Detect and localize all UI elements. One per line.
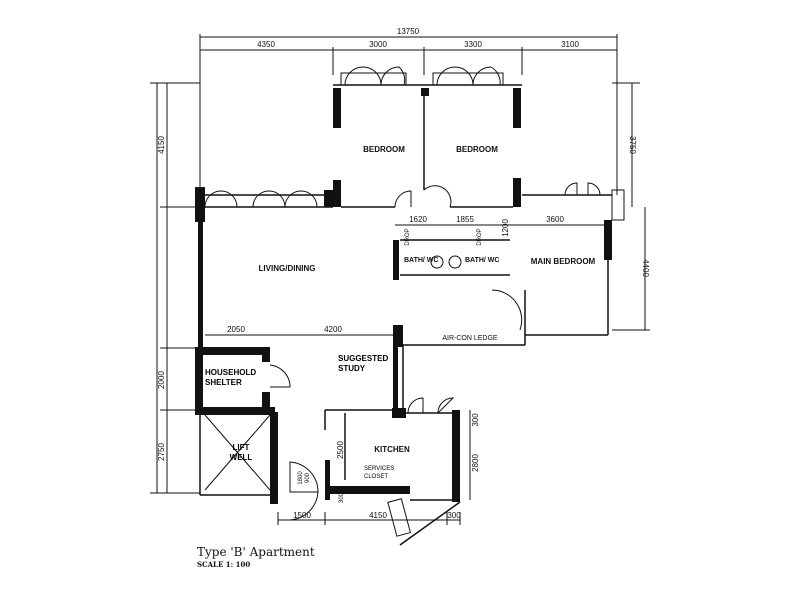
label-services-closet: SERVICES CLOSET — [364, 466, 395, 480]
dim-door-2: 900 — [305, 472, 311, 483]
label-suggested-study: SUGGESTED STUDY — [338, 354, 389, 373]
dim-main-bedroom: 3600 — [546, 215, 564, 224]
label-lift-well: LIFT WELL — [229, 443, 253, 462]
dim-door-1: 1800 — [298, 471, 304, 485]
label-bath-1: BATH/ WC — [404, 257, 438, 264]
walls — [195, 84, 612, 546]
label-household-shelter: HOUSEHOLD SHELTER — [205, 368, 257, 387]
dim-bottom-3: 300 — [447, 511, 461, 520]
dim-top-2: 3000 — [369, 40, 387, 49]
label-aircon-ledge: AIR-CON LEDGE — [442, 335, 498, 342]
dim-left-1: 4150 — [157, 136, 166, 154]
dim-kitchen-right: 2800 — [471, 454, 480, 472]
label-main-bedroom: MAIN BEDROOM — [531, 257, 596, 266]
dimension-lines — [150, 34, 650, 525]
dim-bottom-1: 1500 — [293, 511, 311, 520]
dim-closet: 300 — [339, 492, 345, 503]
dim-top-4: 3100 — [561, 40, 579, 49]
dimension-labels: 13750 4350 3000 3300 3100 4150 2000 2750… — [157, 27, 650, 520]
doors-windows — [204, 66, 625, 521]
label-bedroom-2: BEDROOM — [456, 145, 498, 154]
dim-living-2: 4200 — [324, 325, 342, 334]
label-db-2: DROP — [477, 228, 483, 245]
dim-living-1: 2050 — [227, 325, 245, 334]
label-kitchen: KITCHEN — [374, 445, 410, 454]
dim-overall: 13750 — [397, 27, 420, 36]
dim-left-2: 2000 — [157, 371, 166, 389]
label-bedroom-1: BEDROOM — [363, 145, 405, 154]
plan-scale: SCALE 1: 100 — [197, 560, 250, 569]
dim-bottom-2: 4150 — [369, 511, 387, 520]
label-db-1: DROP — [405, 228, 411, 245]
dim-kitchen-top-right: 300 — [471, 413, 480, 427]
room-labels: BEDROOM BEDROOM LIVING/DINING BATH/ WC B… — [205, 145, 596, 480]
dim-right-2: 4400 — [641, 259, 650, 277]
dim-bath-2: 1855 — [456, 215, 474, 224]
label-living-dining: LIVING/DINING — [259, 264, 316, 273]
dim-bath-1: 1620 — [409, 215, 427, 224]
label-bath-2: BATH/ WC — [465, 257, 499, 264]
dim-kitchen-left: 2500 — [336, 441, 345, 459]
dim-right-1: 3750 — [628, 136, 637, 154]
dim-left-3: 2750 — [157, 443, 166, 461]
dim-top-1: 4350 — [257, 40, 275, 49]
dim-bath-3: 1200 — [501, 219, 510, 237]
dim-top-3: 3300 — [464, 40, 482, 49]
plan-title: Type 'B' Apartment — [197, 545, 315, 559]
